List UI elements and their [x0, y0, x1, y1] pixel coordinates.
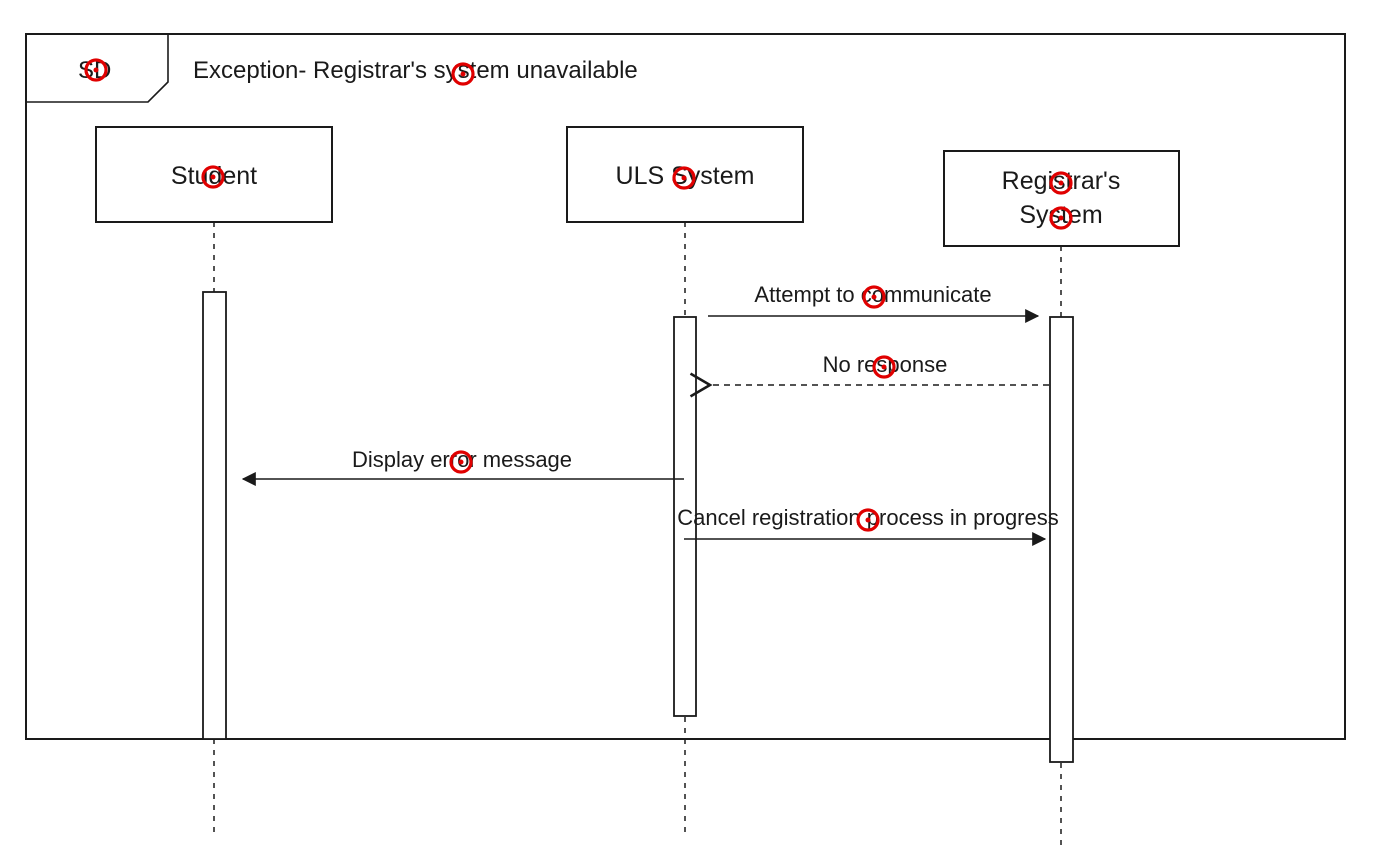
marker-circle[interactable] [856, 508, 880, 532]
participant-uls-system[interactable]: ULS System [566, 126, 804, 223]
marker-circle[interactable] [451, 62, 475, 86]
marker-circle[interactable] [862, 285, 886, 309]
participant-student[interactable]: Student [95, 126, 333, 223]
activation-bars [202, 291, 1074, 763]
frame-tag-pentagon [26, 34, 169, 103]
annotation-markers [84, 58, 1073, 532]
activation-registrar [1049, 316, 1074, 763]
participant-registrar-label-line2: System [1019, 201, 1102, 229]
frame-title: Exception- Registrar's system unavailabl… [193, 57, 638, 84]
activation-student [202, 291, 227, 740]
marker-circle[interactable] [449, 450, 473, 474]
marker-circle[interactable] [84, 58, 108, 82]
participant-registrar-system[interactable]: Registrar's System [943, 150, 1180, 247]
marker-circle[interactable] [1049, 171, 1073, 195]
activation-uls [673, 316, 697, 717]
marker-circle[interactable] [201, 165, 225, 189]
marker-circle[interactable] [1049, 206, 1073, 230]
marker-circle[interactable] [672, 166, 696, 190]
marker-circle[interactable] [872, 355, 896, 379]
